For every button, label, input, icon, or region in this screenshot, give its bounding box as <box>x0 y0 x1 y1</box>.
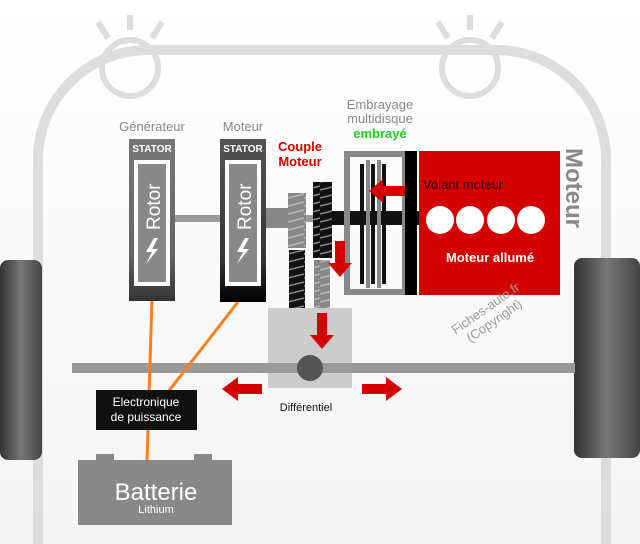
generator-label: Générateur <box>119 119 185 134</box>
gear-black-upper <box>313 182 332 258</box>
cylinder <box>517 206 545 234</box>
wheel-right <box>574 258 640 458</box>
electronics-label-line2: de puissance <box>111 410 182 424</box>
electric-motor: STATOR Rotor <box>220 139 266 302</box>
gear-gray-lower <box>289 250 305 308</box>
cylinder <box>487 206 515 234</box>
wire-generator-battery <box>145 297 154 463</box>
motor-stator-label: STATOR <box>223 144 263 155</box>
arrow-left-icon <box>369 179 405 203</box>
clutch-label-line1: Embrayage <box>347 97 413 112</box>
flywheel-plate <box>405 151 417 295</box>
clutch-label-line2: multidisque <box>347 111 413 126</box>
battery-label: Batterie <box>115 479 198 506</box>
generator-rotor-label: Rotor <box>144 183 165 230</box>
battery-type: Lithium <box>138 504 173 516</box>
clutch-state: embrayé <box>353 126 406 141</box>
arrow-down-icon <box>310 313 334 349</box>
generator: STATOR Rotor <box>129 139 175 301</box>
torque-label-line2: Moteur <box>278 154 321 169</box>
lightning-icon <box>146 238 158 264</box>
motor-shaft-hub <box>262 208 292 228</box>
electronics-label-line1: Electronique <box>113 395 180 409</box>
generator-stator-label: STATOR <box>132 144 172 155</box>
engine-label: Moteur <box>560 148 587 228</box>
differential-label: Différentiel <box>280 402 332 414</box>
motor-label: Moteur <box>223 119 264 134</box>
cylinder <box>426 206 454 234</box>
cylinder <box>456 206 484 234</box>
engine-state: Moteur allumé <box>446 250 534 265</box>
torque-label-line1: Couple <box>278 139 322 154</box>
flywheel-label: Volant moteur <box>423 177 504 192</box>
power-electronics <box>96 390 197 430</box>
wheel-left <box>0 260 42 460</box>
headlight-right <box>435 15 505 99</box>
lightning-icon <box>237 238 249 264</box>
multidisc-clutch <box>344 151 417 295</box>
wire-motor-electronics <box>166 301 240 393</box>
car-body-outline <box>33 44 611 544</box>
motor-rotor-label: Rotor <box>235 183 256 230</box>
differential-gear <box>297 355 323 381</box>
gear-black-lower <box>314 260 330 308</box>
gear-gray-upper <box>288 193 306 248</box>
combustion-engine: Volant moteur Moteur allumé <box>419 151 560 295</box>
arrow-left-icon <box>222 377 262 401</box>
headlight-left <box>95 15 165 99</box>
arrow-down-icon <box>328 241 352 277</box>
battery: Batterie Lithium <box>78 454 232 525</box>
arrow-right-icon <box>362 377 402 401</box>
